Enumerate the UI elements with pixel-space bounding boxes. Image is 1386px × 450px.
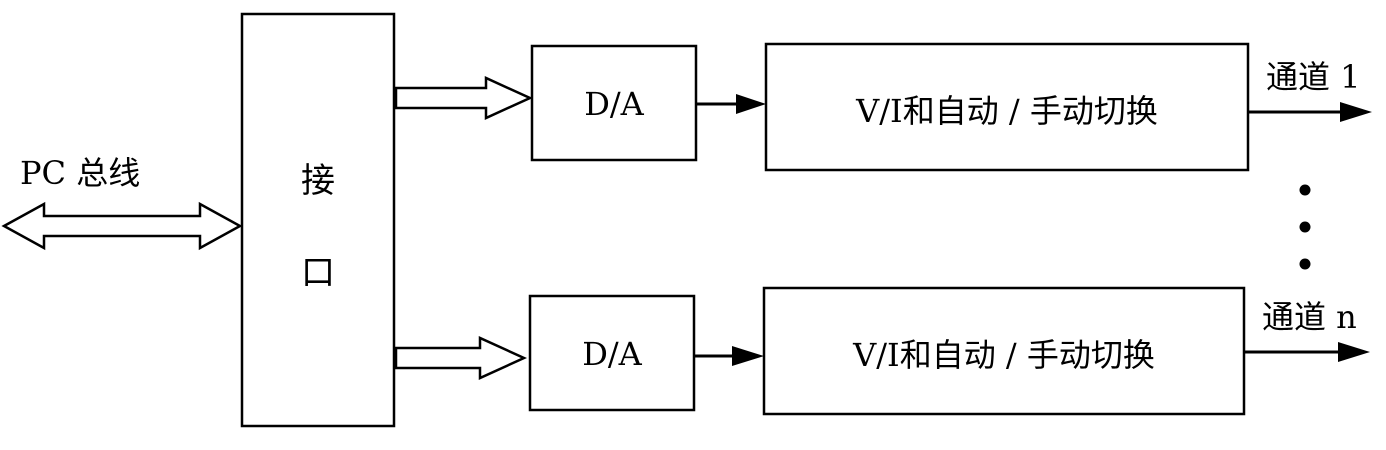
da-converter-channel-1 — [530, 44, 698, 162]
interface-label-char1: 接 — [301, 161, 335, 201]
data-arrow-channel-n — [394, 336, 528, 380]
interface-label-char2: 口 — [301, 253, 335, 293]
output-arrowhead-channel-n — [1338, 342, 1370, 362]
ellipsis-dot — [1299, 221, 1311, 233]
da-label-channel-1: D/A — [584, 85, 644, 123]
output-label-channel-1: 通道 1 — [1266, 58, 1361, 96]
pc-bus-label: PC 总线 — [20, 154, 140, 192]
switch-label-channel-n: V/I和自动 / 手动切换 — [852, 336, 1155, 374]
output-arrowhead-channel-1 — [1340, 102, 1372, 122]
data-arrow-channel-1 — [394, 76, 534, 120]
switch-block-channel-1 — [764, 42, 1250, 172]
interface-block — [240, 12, 396, 428]
ellipsis-dot — [1299, 184, 1311, 196]
pc-bus-arrow — [1, 201, 243, 251]
da-converter-channel-n — [528, 294, 696, 412]
switch-label-channel-1: V/I和自动 / 手动切换 — [855, 92, 1158, 130]
connector-arrowhead-channel-n — [732, 346, 764, 366]
switch-block-channel-n — [762, 286, 1246, 416]
connector-arrowhead-channel-1 — [736, 94, 766, 114]
ellipsis-dot — [1299, 258, 1311, 270]
da-label-channel-n: D/A — [582, 335, 642, 373]
output-label-channel-n: 通道 n — [1262, 298, 1357, 336]
